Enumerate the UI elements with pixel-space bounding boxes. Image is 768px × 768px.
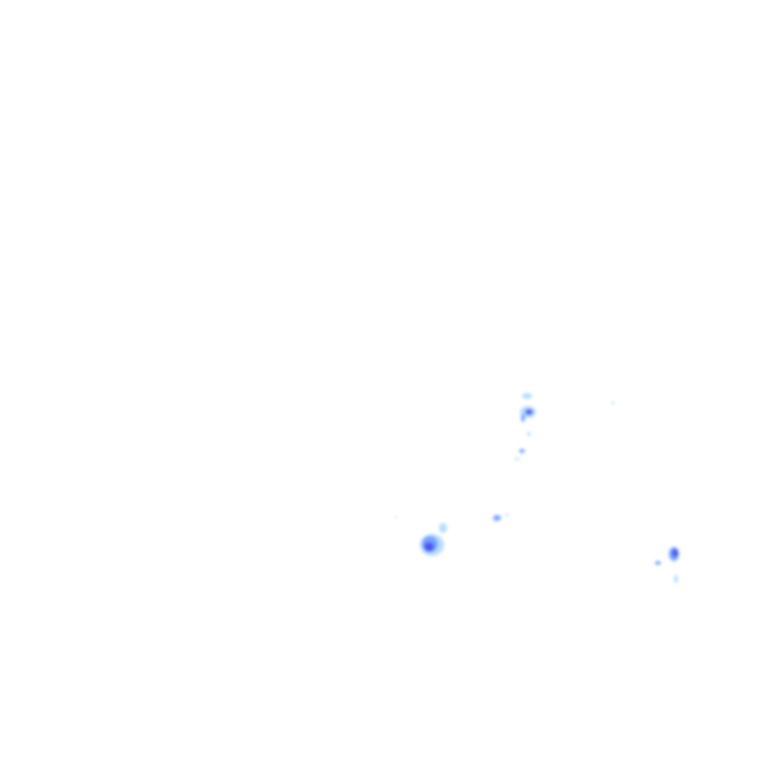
- precipitation-cell-light: [527, 432, 531, 436]
- precipitation-cell-light: [674, 575, 678, 583]
- precipitation-cell-light: [395, 516, 397, 518]
- precipitation-cell-light: [612, 401, 614, 405]
- precipitation-cell-light: [522, 393, 532, 399]
- precipitation-cell-heavy: [424, 542, 434, 552]
- precipitation-cell-light: [439, 523, 447, 533]
- precipitation-cell-medium: [519, 449, 525, 453]
- precipitation-cell-medium: [655, 561, 661, 565]
- precipitation-cell-light: [514, 458, 520, 460]
- precipitation-cell-medium: [493, 515, 501, 521]
- precipitation-cell-medium: [521, 414, 525, 422]
- precipitation-cell-heavy: [672, 549, 678, 557]
- precipitation-cell-heavy: [525, 409, 533, 415]
- precipitation-cell-light: [505, 514, 509, 516]
